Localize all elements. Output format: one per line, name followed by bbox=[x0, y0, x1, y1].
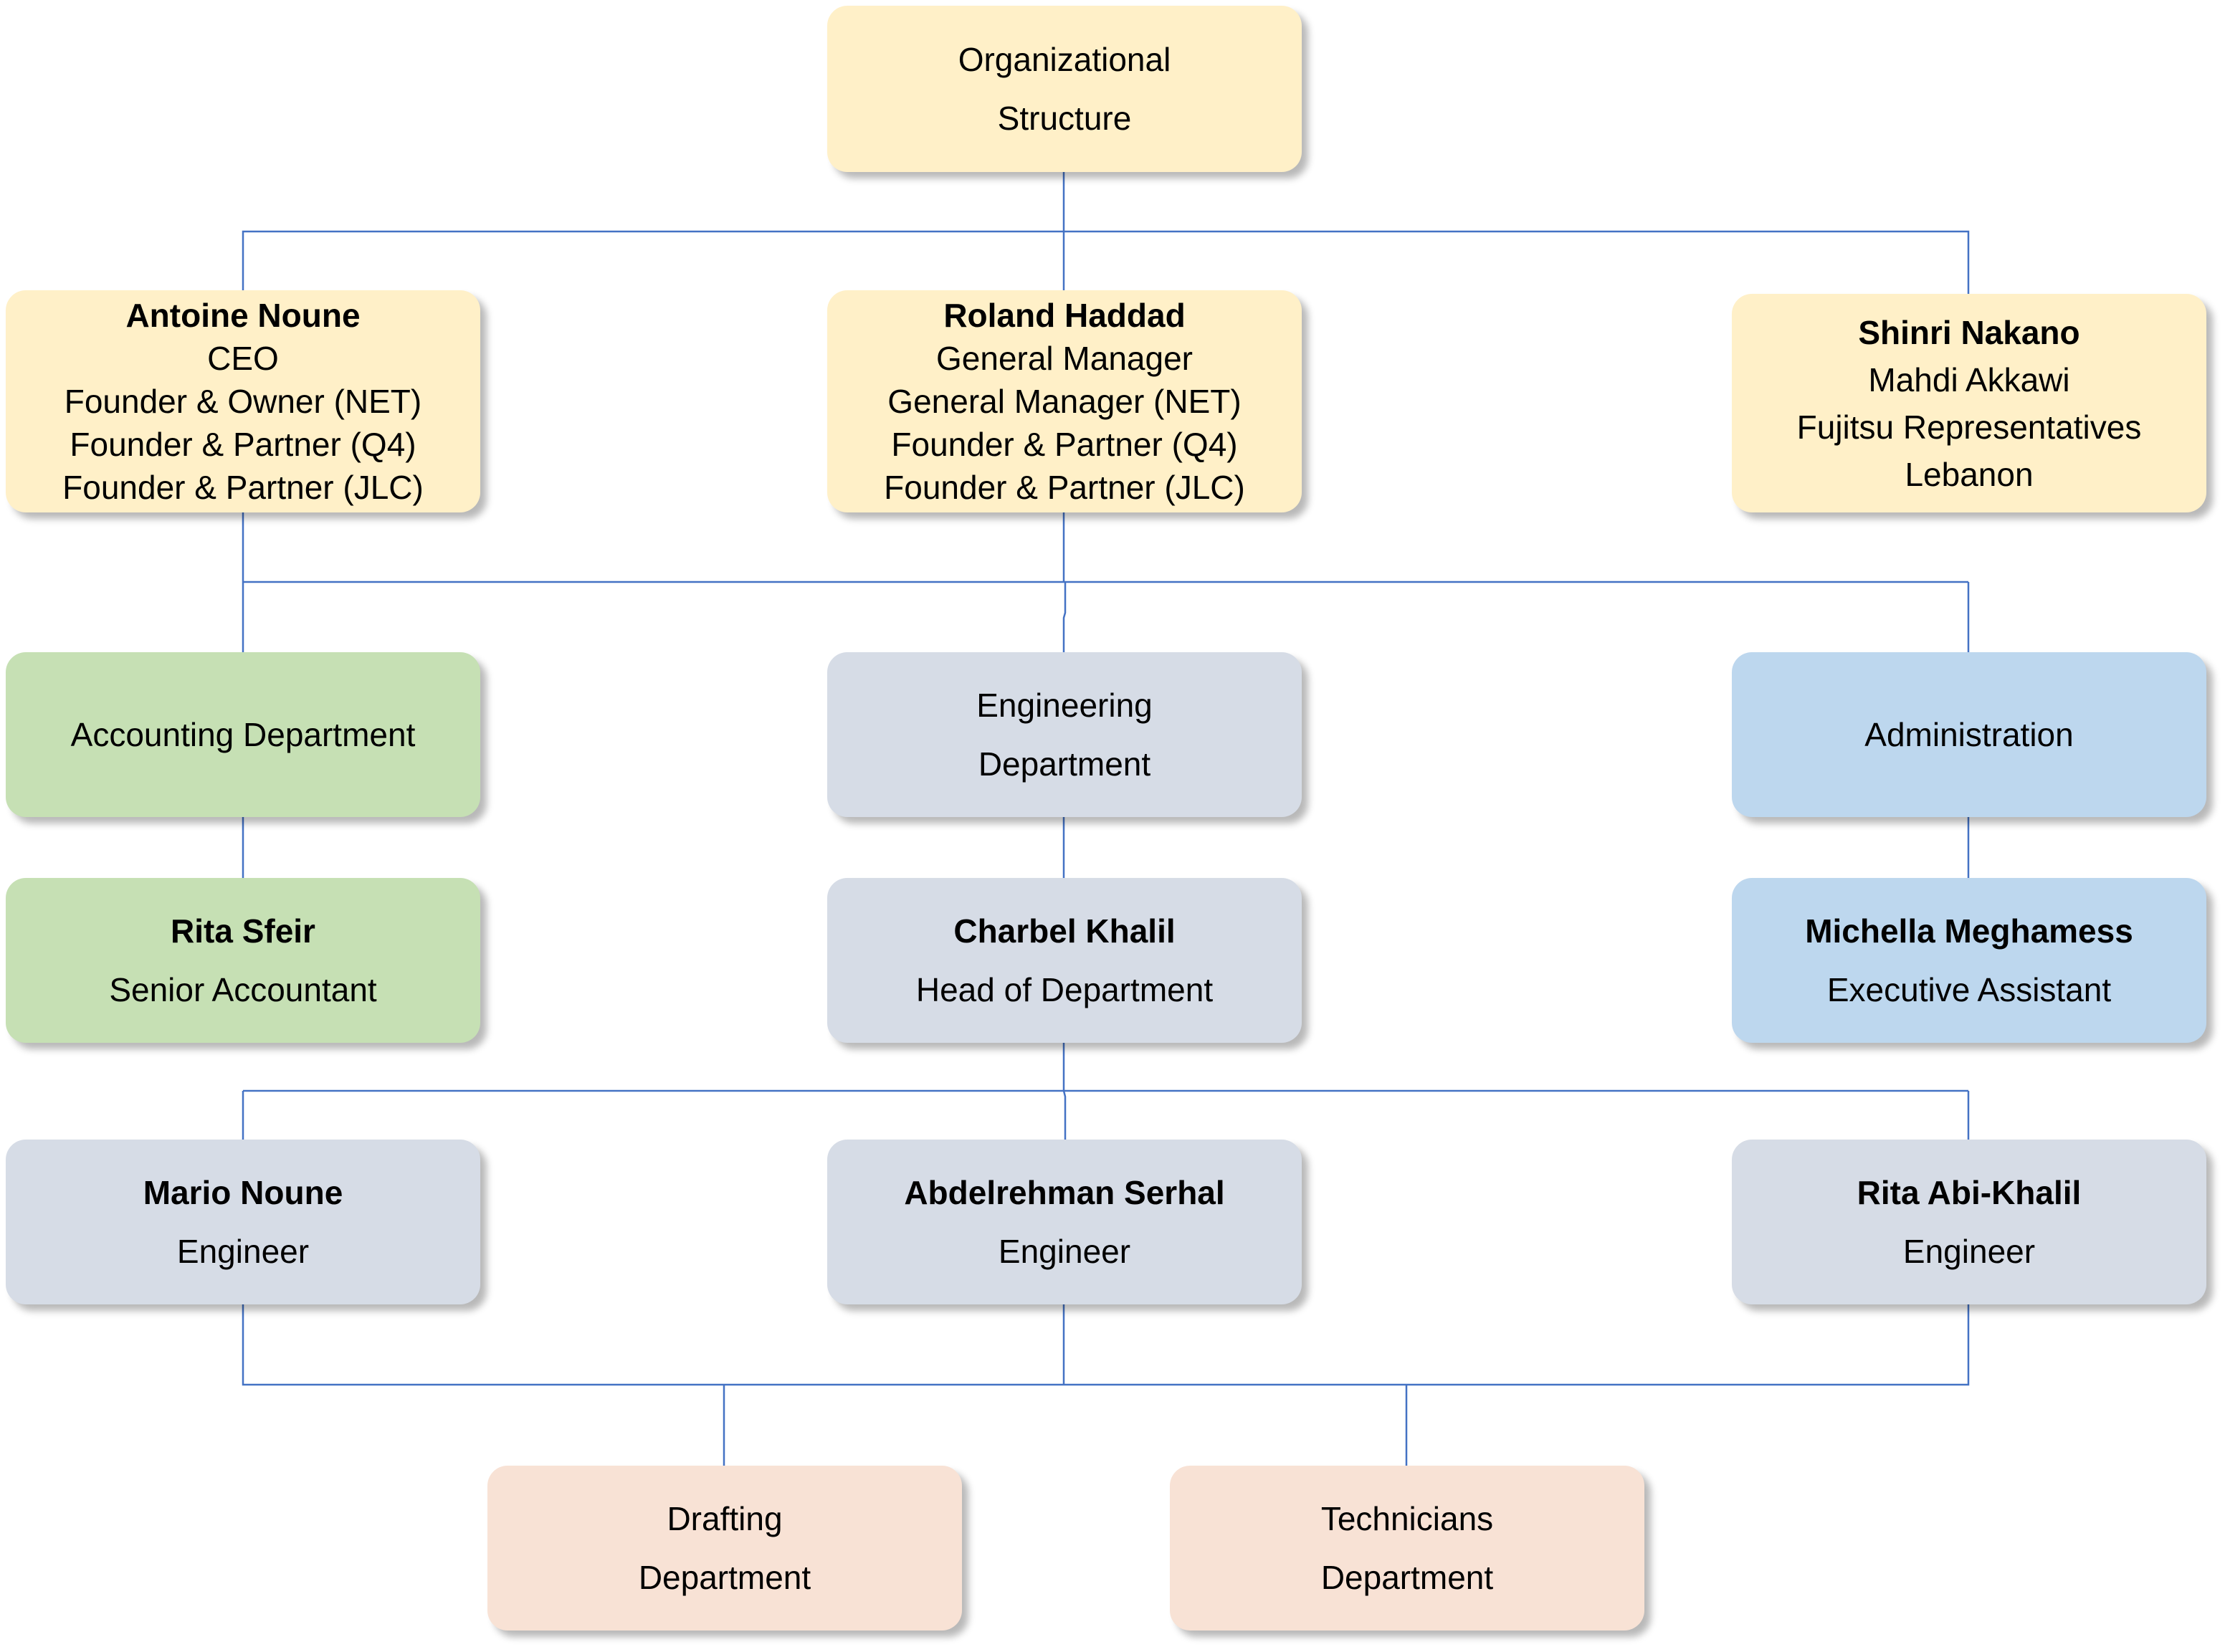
department-label: Drafting bbox=[667, 1500, 783, 1537]
leader-name: Shinri Nakano bbox=[1858, 313, 2080, 351]
department-label: Administration bbox=[1864, 716, 2074, 753]
leader-role: Founder & Owner (NET) bbox=[64, 383, 422, 420]
connector-leaders-to-departments bbox=[242, 512, 1970, 652]
person-name: Rita Sfeir bbox=[171, 912, 315, 950]
department-label: Technicians bbox=[1320, 1500, 1494, 1537]
leader-role: Founder & Partner (Q4) bbox=[891, 426, 1238, 463]
connector-root-to-leaders bbox=[242, 172, 1970, 294]
root-line-1: Organizational bbox=[958, 41, 1171, 78]
department-label: Department bbox=[638, 1559, 811, 1596]
person-name: Michella Meghamess bbox=[1805, 912, 2133, 950]
connector-head-to-engineers bbox=[242, 1043, 1970, 1140]
root-line-2: Structure bbox=[997, 100, 1132, 137]
department-label: Department bbox=[1320, 1559, 1494, 1596]
person-title: Head of Department bbox=[915, 971, 1214, 1008]
department-label: Department bbox=[978, 745, 1151, 783]
leader-name: Roland Haddad bbox=[943, 297, 1186, 334]
leader-box-shinri-nakano: Shinri Nakano Mahdi Akkawi Fujitsu Repre… bbox=[1732, 294, 2206, 512]
leader-role: Mahdi Akkawi bbox=[1868, 361, 2070, 398]
department-label: Engineering bbox=[976, 687, 1153, 724]
person-box-charbel-khalil: Charbel Khalil Head of Department bbox=[827, 878, 1302, 1043]
department-label: Accounting Department bbox=[70, 716, 416, 753]
person-title: Executive Assistant bbox=[1826, 971, 2112, 1008]
connector-departments-to-heads bbox=[242, 817, 1970, 878]
leader-role: CEO bbox=[207, 340, 279, 377]
leader-role: Lebanon bbox=[1905, 455, 2034, 493]
person-title: Engineer bbox=[1902, 1233, 2036, 1270]
person-name: Mario Noune bbox=[143, 1174, 343, 1211]
leader-role: Founder & Partner (JLC) bbox=[884, 469, 1245, 506]
person-title: Engineer bbox=[176, 1233, 310, 1270]
person-box-abdelrehman-serhal: Abdelrehman Serhal Engineer bbox=[827, 1140, 1302, 1304]
person-box-rita-sfeir: Rita Sfeir Senior Accountant bbox=[6, 878, 480, 1043]
org-structure-title-box: Organizational Structure bbox=[827, 6, 1302, 172]
person-box-rita-abi-khalil: Rita Abi-Khalil Engineer bbox=[1732, 1140, 2206, 1304]
person-title: Senior Accountant bbox=[109, 971, 377, 1008]
department-box-accounting: Accounting Department bbox=[6, 652, 480, 817]
person-box-mario-noune: Mario Noune Engineer bbox=[6, 1140, 480, 1304]
leader-role: General Manager (NET) bbox=[887, 383, 1242, 420]
department-box-engineering: Engineering Department bbox=[827, 652, 1302, 817]
person-name: Rita Abi-Khalil bbox=[1857, 1174, 2082, 1211]
leader-role: Founder & Partner (Q4) bbox=[70, 426, 416, 463]
leader-box-antoine-noune: Antoine Noune CEO Founder & Owner (NET) … bbox=[6, 290, 480, 512]
leader-box-roland-haddad: Roland Haddad General Manager General Ma… bbox=[827, 290, 1302, 512]
person-title: Engineer bbox=[998, 1233, 1131, 1270]
leader-role: Fujitsu Representatives bbox=[1796, 408, 2142, 446]
department-box-drafting: Drafting Department bbox=[487, 1466, 962, 1630]
leader-role: General Manager bbox=[936, 340, 1193, 377]
department-box-technicians: Technicians Department bbox=[1170, 1466, 1644, 1630]
person-name: Abdelrehman Serhal bbox=[904, 1174, 1225, 1211]
person-box-michella-meghamess: Michella Meghamess Executive Assistant bbox=[1732, 878, 2206, 1043]
leader-role: Founder & Partner (JLC) bbox=[62, 469, 424, 506]
person-name: Charbel Khalil bbox=[953, 912, 1176, 950]
leader-name: Antoine Noune bbox=[125, 297, 361, 334]
department-box-administration: Administration bbox=[1732, 652, 2206, 817]
connector-engineers-to-subdepartments bbox=[242, 1304, 1970, 1466]
